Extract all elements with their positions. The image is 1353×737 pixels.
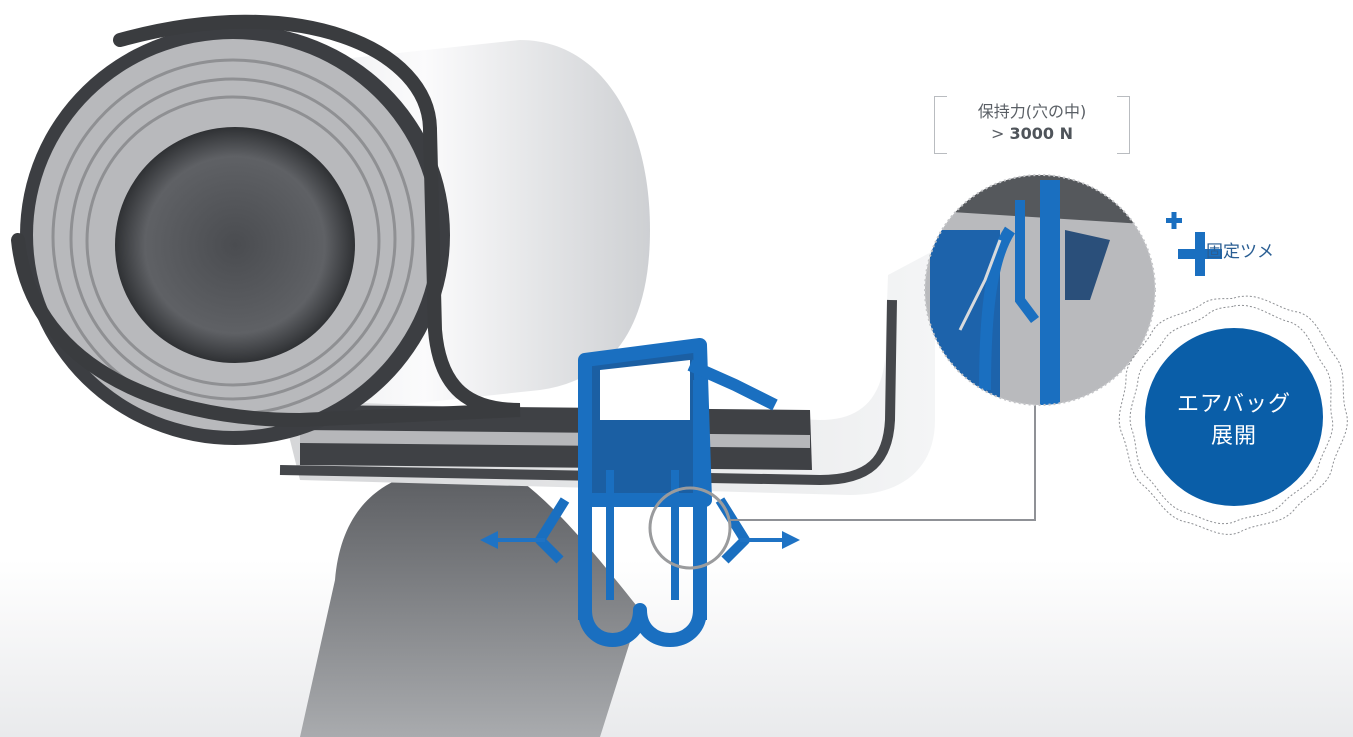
fabric-strip-edge: [279, 299, 897, 486]
retention-value: 3000 N: [1009, 124, 1074, 143]
fabric-outer-wrap: [11, 14, 521, 428]
airbag-line1: エアバッグ: [1176, 392, 1292, 417]
clip-detail-marker: [648, 486, 732, 570]
plus-small-icon: [1166, 212, 1182, 229]
airbag-deploy-label: エアバッグ 展開: [1146, 356, 1322, 486]
retention-title: 保持力(穴の中): [977, 102, 1087, 121]
arrow-right-icon: [740, 531, 800, 549]
airbag-line2: 展開: [1210, 424, 1257, 449]
airbag-burst: [1118, 295, 1348, 535]
fabric-roll-core: [115, 127, 355, 363]
airbag-circle: [1145, 328, 1323, 506]
zoom-detail-circle: [924, 174, 1156, 406]
blue-clip: [535, 338, 778, 647]
plus-large-icon: [1178, 232, 1222, 276]
bracket-right: [1117, 96, 1130, 154]
fabric-lower-flap: [300, 470, 640, 737]
retention-force-label: 保持力(穴の中) > 3000 N: [934, 96, 1130, 154]
bracket-left: [934, 96, 947, 154]
retention-value-line: > 3000 N: [934, 124, 1130, 144]
arrow-left-icon: [480, 531, 545, 549]
retention-prefix: >: [991, 124, 1005, 143]
leader-line: [729, 400, 1036, 521]
fixing-claw-label: 固定ツメ: [1206, 242, 1274, 262]
